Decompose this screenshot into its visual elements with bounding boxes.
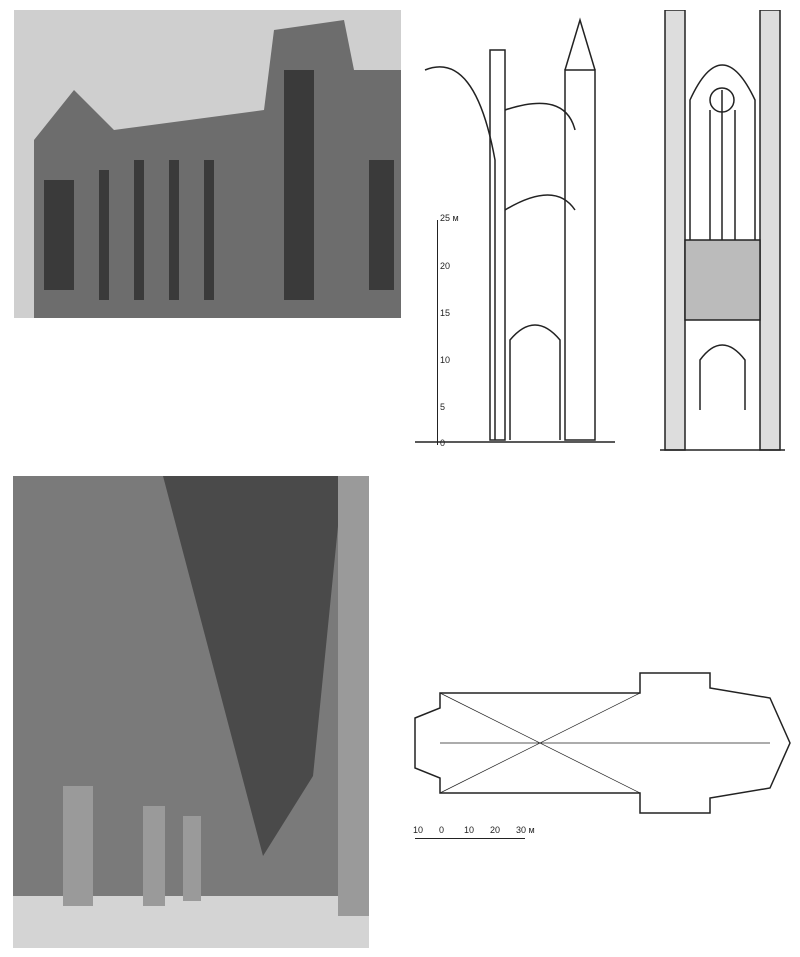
plan-scale-label-10b: 10 bbox=[464, 825, 475, 835]
plan-scale-label-10a: 10 bbox=[413, 825, 424, 835]
plan-scale-label-20: 20 bbox=[490, 825, 501, 835]
nave-section-illustration bbox=[415, 17, 615, 443]
scale-label-0: 0 bbox=[440, 438, 446, 448]
exterior-photo bbox=[14, 10, 401, 318]
elevation-drawing bbox=[660, 10, 785, 452]
scale-label-10: 10 bbox=[440, 355, 451, 365]
height-scale-bar bbox=[437, 220, 438, 445]
cathedral-interior-illustration bbox=[13, 476, 369, 948]
cathedral-exterior-illustration bbox=[14, 10, 401, 318]
plan-drawing: 10 0 10 20 30 м bbox=[410, 668, 795, 853]
scale-label-25: 25 м bbox=[440, 213, 459, 223]
plan-scale-label-30: 30 м bbox=[516, 825, 535, 835]
plan-scale-label-0: 0 bbox=[439, 825, 445, 835]
cathedral-plan-illustration bbox=[414, 672, 791, 814]
bay-elevation-illustration bbox=[660, 10, 785, 451]
plan-scale-bar bbox=[415, 838, 525, 839]
interior-photo bbox=[13, 476, 369, 948]
scale-label-15: 15 bbox=[440, 308, 451, 318]
section-drawing: 25 м 20 15 10 5 0 bbox=[415, 10, 615, 450]
scale-label-5: 5 bbox=[440, 402, 446, 412]
scale-label-20: 20 bbox=[440, 261, 451, 271]
